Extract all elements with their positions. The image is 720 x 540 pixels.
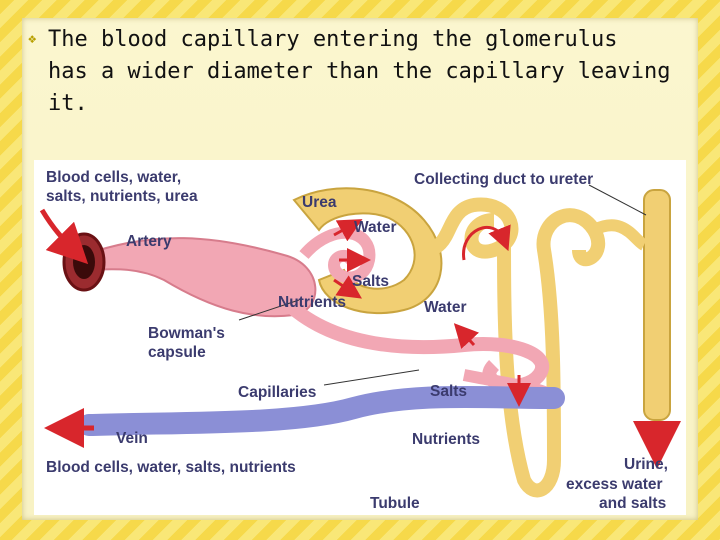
label-collecting-duct: Collecting duct to ureter (414, 171, 594, 188)
label-urea: Urea (302, 194, 337, 211)
label-urine-3: and salts (599, 495, 667, 512)
arrow-tubule-loop (462, 224, 511, 261)
bullet-line-2: has a wider diameter than the capillary … (48, 59, 671, 84)
bowmans-capsule (292, 187, 443, 315)
slide-bullet-text: ❖ The blood capillary entering the glome… (28, 24, 688, 120)
label-salts-top: Salts (352, 273, 390, 290)
label-urine-2: excess water (566, 476, 663, 493)
label-vein: Vein (116, 430, 148, 447)
label-artery: Artery (126, 233, 172, 250)
nephron-illustration (39, 184, 681, 498)
label-salts-bottom: Salts (430, 383, 468, 400)
arrow-into-artery (39, 208, 89, 265)
label-blood-in-2: salts, nutrients, urea (46, 188, 198, 205)
glomerulus (299, 226, 376, 284)
label-tubule: Tubule (370, 495, 420, 512)
proximal-tubule (423, 197, 519, 259)
bullet-line-1: The blood capillary entering the glomeru… (48, 27, 618, 52)
arrow-filtration-1 (333, 219, 363, 242)
kidney-nephron-diagram: Blood cells, water, salts, nutrients, ur… (34, 160, 686, 515)
arrow-water-reabsorb (453, 323, 479, 349)
label-blood-out: Blood cells, water, salts, nutrients (46, 459, 296, 476)
label-nutrients-top: Nutrients (278, 294, 347, 311)
label-bowmans-2: capsule (148, 344, 206, 361)
open-book-icon: ❖ (28, 31, 37, 47)
vein-vessel (78, 385, 565, 436)
label-capillaries: Capillaries (238, 384, 317, 401)
label-blood-in-1: Blood cells, water, (46, 169, 182, 186)
collecting-duct (643, 189, 671, 421)
label-water-mid: Water (424, 299, 467, 316)
label-water-top: Water (354, 219, 397, 236)
label-bowmans-1: Bowman's (148, 325, 225, 342)
label-nutrients-bottom: Nutrients (412, 431, 481, 448)
label-urine-1: Urine, (624, 456, 668, 473)
bullet-line-3: it. (48, 91, 88, 116)
arrow-filtration-3 (333, 275, 362, 299)
